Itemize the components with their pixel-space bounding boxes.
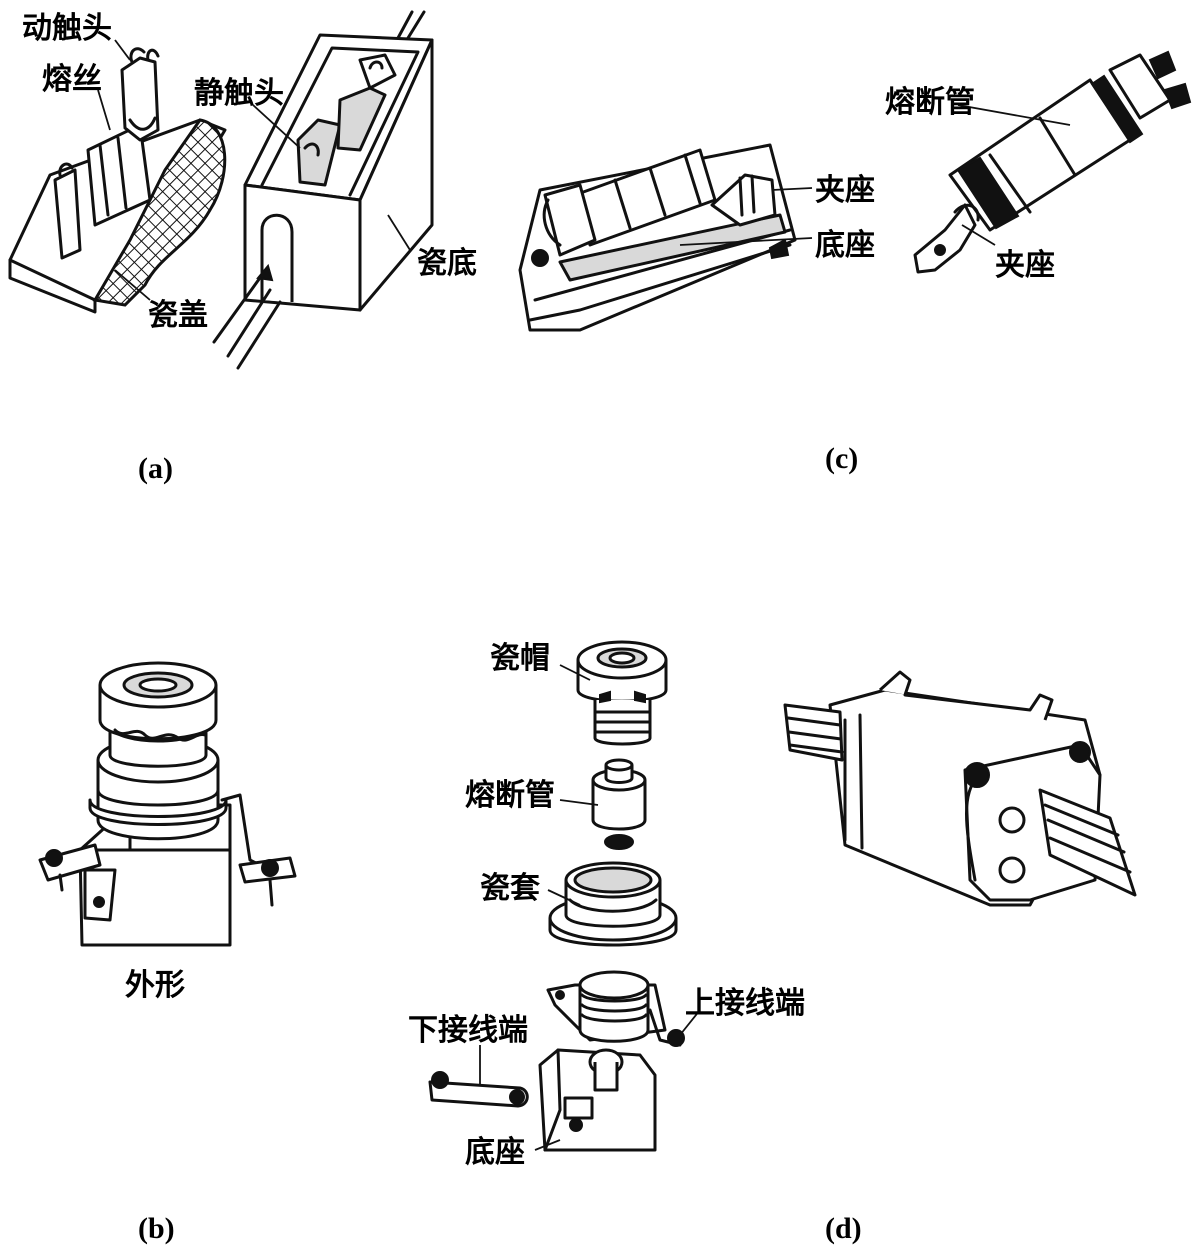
panel-d: 瓷帽 熔断管 瓷套 上接线端 下接线端 底座 (d) <box>408 640 1137 1245</box>
cartridge-on-base-drawing <box>518 143 797 332</box>
label-fuse-tube-c: 熔断管 <box>885 85 975 120</box>
porcelain-cap-part <box>576 640 668 746</box>
knife-blade-fuse-drawing <box>783 670 1137 907</box>
porcelain-cover-drawing <box>8 47 227 314</box>
fuse-tube-part <box>591 758 647 850</box>
caption-b: (b) <box>138 1212 175 1245</box>
label-static-contact: 静触头 <box>194 76 284 111</box>
caption-c: (c) <box>825 442 858 475</box>
label-porcelain-cap: 瓷帽 <box>490 641 550 676</box>
porcelain-sleeve-part <box>548 861 678 947</box>
label-base-c: 底座 <box>815 228 875 263</box>
label-appearance: 外形 <box>125 968 185 1003</box>
panel-a: 动触头 熔丝 静触头 瓷底 瓷盖 (a) <box>8 10 477 485</box>
label-lower-terminal: 下接线端 <box>408 1013 528 1048</box>
label-porcelain-cover: 瓷盖 <box>148 298 208 333</box>
label-fuse-tube-d: 熔断管 <box>465 778 555 813</box>
label-porcelain-sleeve: 瓷套 <box>480 871 540 906</box>
label-clip-seat-2: 夹座 <box>995 248 1055 283</box>
screw-fuse-exterior-drawing <box>38 661 297 947</box>
label-moving-contact: 动触头 <box>22 11 112 46</box>
caption-a: (a) <box>138 452 173 485</box>
label-clip-seat-1: 夹座 <box>815 173 875 208</box>
panel-b: 外形 (b) <box>38 661 297 1245</box>
label-porcelain-base: 瓷底 <box>417 246 477 281</box>
label-base-d: 底座 <box>465 1135 525 1170</box>
upper-terminal-part <box>546 970 686 1047</box>
panel-c: 夹座 底座 熔断管 夹座 (c) <box>518 50 1192 475</box>
exploded-fuse-drawing <box>428 640 686 1152</box>
caption-d: (d) <box>825 1212 862 1245</box>
porcelain-base-drawing <box>212 10 434 370</box>
lower-terminal-part <box>428 1071 529 1108</box>
base-part <box>538 1048 657 1152</box>
separate-fuse-tube-drawing <box>913 50 1192 274</box>
label-upper-terminal: 上接线端 <box>685 986 805 1021</box>
label-fuse-wire: 熔丝 <box>42 62 102 97</box>
